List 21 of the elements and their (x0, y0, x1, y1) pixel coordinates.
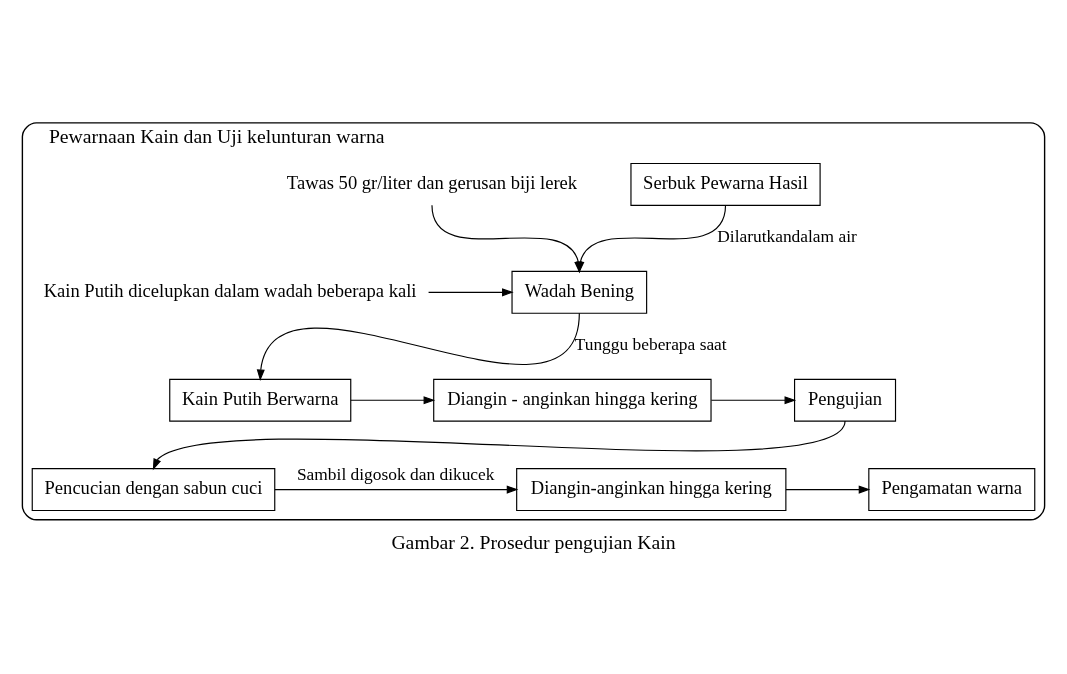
arrow (428, 288, 514, 297)
edge-label: Dilarutkandalam air (717, 226, 857, 247)
caption: Gambar 2. Prosedur pengujian Kain (391, 531, 676, 554)
node-box: Diangin-anginkan hingga kering (516, 468, 787, 512)
arrow (274, 485, 519, 494)
arrow (256, 312, 580, 382)
node-text: Kain Putih dicelupkan dalam wadah beberapa kali (43, 279, 417, 301)
node-box: Kain Putih Berwarna (169, 378, 352, 422)
arrow (350, 396, 436, 405)
edge-label: Tunggu beberapa saat (574, 334, 727, 355)
node-box: Pengujian (794, 378, 897, 422)
arrow (710, 396, 797, 405)
node-box: Diangin - anginkan hingga kering (433, 378, 712, 422)
arrow (152, 420, 846, 471)
node-box: Serbuk Pewarna Hasil (630, 162, 821, 206)
node-text: Tawas 50 gr/liter dan gerusan biji lerek (286, 171, 578, 193)
arrow (785, 485, 871, 494)
edge-label: Sambil digosok dan dikucek (296, 464, 495, 485)
node-box: Pengamatan warna (868, 468, 1036, 512)
node-box: Pencucian dengan sabun cuci (31, 468, 276, 512)
node-box: Wadah Bening (511, 270, 648, 314)
